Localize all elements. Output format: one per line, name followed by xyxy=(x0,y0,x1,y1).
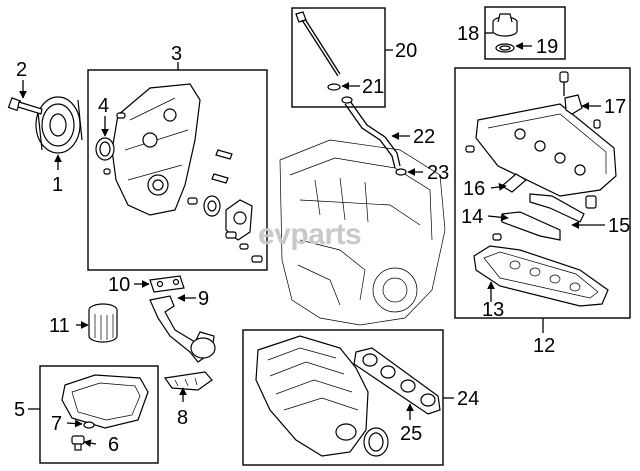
callout-23: 23 xyxy=(427,162,449,184)
callout-20: 20 xyxy=(395,40,417,62)
oil-level-gauge-tube-part xyxy=(341,96,401,169)
dipstick-o-ring-part xyxy=(327,83,341,91)
callout-22: 22 xyxy=(413,126,435,148)
pulley-bolt-part xyxy=(7,97,43,115)
callout-1: 1 xyxy=(52,174,63,196)
engine-block-illustration xyxy=(279,139,446,326)
callout-4: 4 xyxy=(98,95,109,117)
callout-18: 18 xyxy=(457,23,479,45)
oil-dipstick-group-box xyxy=(291,7,386,108)
callout-8: 8 xyxy=(177,407,188,429)
callout-11: 11 xyxy=(49,315,70,337)
callout-19: 19 xyxy=(536,36,558,58)
oil-filler-cap-part xyxy=(492,13,518,37)
head-cover-bolts xyxy=(465,71,601,241)
cylinder-head-cover-part xyxy=(475,103,617,197)
callout-5: 5 xyxy=(14,399,25,421)
callout-numbers: 2 1 3 4 5 6 7 8 9 10 11 12 13 14 15 16 1… xyxy=(14,23,630,456)
head-cover-gasket-part xyxy=(473,245,609,307)
callout-2: 2 xyxy=(16,59,27,81)
pcv-valve-part xyxy=(585,195,597,209)
callout-25: 25 xyxy=(400,423,422,445)
timing-cover-small-parts xyxy=(103,112,263,263)
front-oil-seal-part xyxy=(95,137,115,161)
callout-14: 14 xyxy=(461,206,483,228)
callout-7: 7 xyxy=(51,413,62,435)
intake-manifold-part xyxy=(255,335,389,457)
callout-10: 10 xyxy=(108,274,130,296)
ventilation-hose-part xyxy=(500,173,528,193)
drain-plug-washer-part xyxy=(83,421,95,429)
intake-manifold-gasket-part xyxy=(353,347,441,415)
leader-lines xyxy=(19,32,605,448)
head-cover-gasket-pieces xyxy=(501,193,585,241)
baffle-plate-part xyxy=(163,371,213,391)
callout-12: 12 xyxy=(533,335,555,357)
callout-9: 9 xyxy=(198,288,209,310)
cam-position-sensor-part xyxy=(564,94,583,115)
oil-filter-part xyxy=(88,303,118,343)
oil-screen-gasket-part xyxy=(149,275,185,293)
filler-cap-seal-part xyxy=(495,43,515,53)
callout-15: 15 xyxy=(608,215,630,237)
oil-dipstick-part xyxy=(295,11,341,77)
callout-6: 6 xyxy=(108,434,119,456)
callout-16: 16 xyxy=(463,178,485,200)
callout-21: 21 xyxy=(362,76,384,98)
oil-strainer-part xyxy=(149,295,216,363)
watermark-text: evparts xyxy=(258,218,361,251)
tube-o-ring-part xyxy=(395,168,407,176)
crankshaft-pulley-part xyxy=(35,96,83,154)
timing-chain-cover-part xyxy=(111,83,201,216)
oil-pan-part xyxy=(61,374,149,429)
callout-13: 13 xyxy=(482,299,504,321)
callout-24: 24 xyxy=(457,388,479,410)
drain-plug-part xyxy=(71,435,85,451)
callout-17: 17 xyxy=(604,96,626,118)
callout-3: 3 xyxy=(171,43,182,65)
oil-pan-group-box xyxy=(39,365,159,464)
